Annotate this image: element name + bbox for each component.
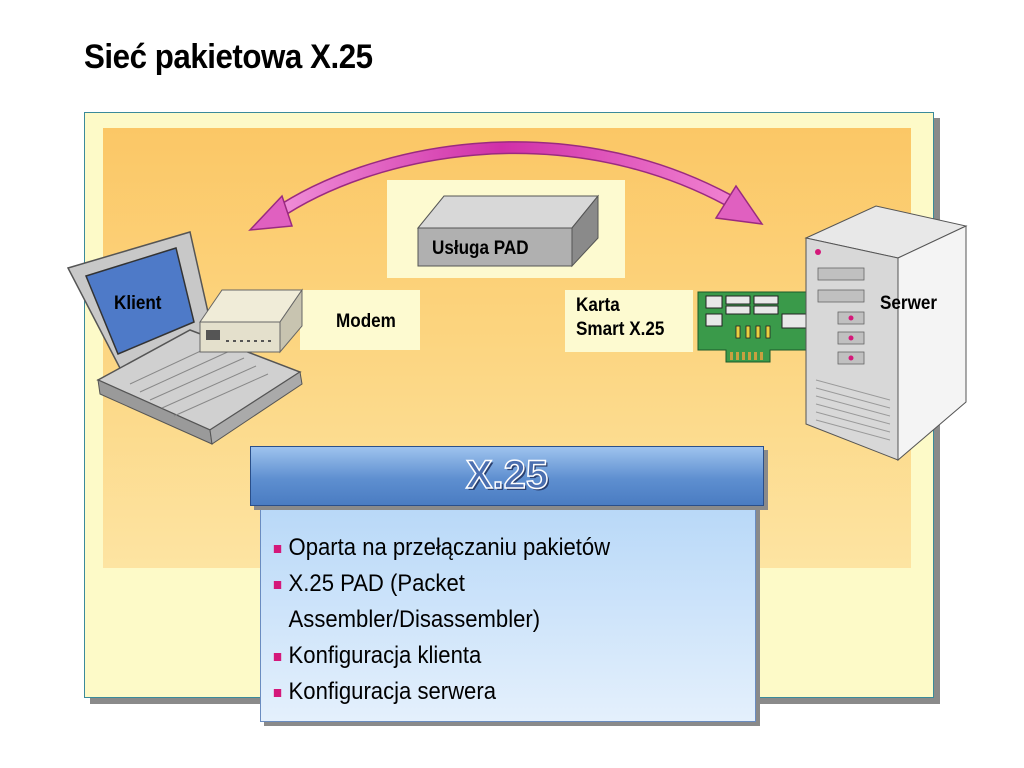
- modem-label-area: [300, 290, 420, 350]
- card-label: Karta Smart X.25: [576, 295, 665, 340]
- bullet-square-icon: [273, 545, 282, 553]
- modem-icon: [199, 288, 303, 354]
- list-item: Konfiguracja klienta: [272, 638, 704, 674]
- bullet-square-icon: [273, 689, 282, 697]
- x25-heading: X.25: [465, 452, 549, 498]
- x25-panel-header: X.25: [250, 446, 764, 506]
- modem-label: Modem: [336, 311, 396, 332]
- bullet-list: Oparta na przełączaniu pakietów X.25 PAD…: [272, 530, 742, 710]
- laptop-icon: [66, 231, 303, 445]
- pad-service-label: Usługa PAD: [432, 238, 529, 259]
- list-item-continuation: Assembler/Disassembler): [288, 606, 541, 633]
- network-card-icon: [697, 291, 835, 363]
- server-icon: [804, 205, 968, 462]
- x25-panel-body: [260, 504, 756, 722]
- list-item: Oparta na przełączaniu pakietów: [272, 530, 704, 566]
- pad-box-icon: [416, 194, 600, 268]
- list-item: X.25 PAD (Packet: [272, 566, 704, 602]
- bullet-square-icon: [273, 581, 282, 589]
- card-label-area: [565, 290, 693, 352]
- client-label: Klient: [114, 293, 162, 314]
- page-title: Sieć pakietowa X.25: [84, 38, 373, 76]
- bullet-square-icon: [273, 653, 282, 661]
- list-item: Konfiguracja serwera: [272, 674, 704, 710]
- server-label: Serwer: [880, 293, 938, 314]
- double-arrow-icon: [248, 141, 764, 231]
